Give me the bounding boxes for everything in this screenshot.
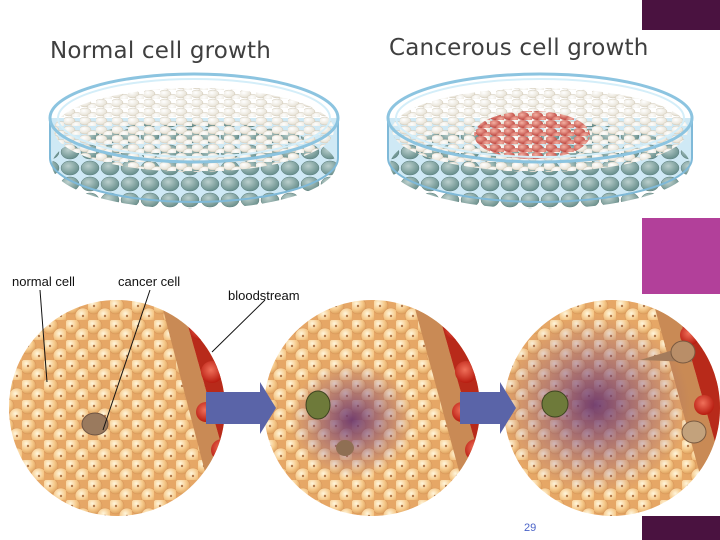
bloodstream-leader: [211, 299, 266, 353]
corner-accent-top: [642, 0, 720, 30]
arrow-stage-1-to-2: [206, 382, 276, 434]
page-number: 29: [524, 522, 537, 534]
normal-cell-leader: [39, 289, 48, 383]
cancer-cell-marker: [81, 412, 109, 436]
cancer-cell-leader: [102, 289, 151, 431]
tissue-stage-3: [504, 300, 720, 516]
normal-dish-title: Normal cell growth: [50, 38, 272, 64]
normal-dish: [48, 72, 340, 209]
normal-cell-label: normal cell: [12, 274, 75, 289]
corner-accent-bottom: [642, 516, 720, 540]
bloodstream-label: bloodstream: [228, 288, 300, 303]
cancerous-dish-title: Cancerous cell growth: [389, 35, 649, 61]
corner-accent-magenta: [642, 218, 720, 294]
arrow-stage-2-to-3: [460, 382, 516, 434]
cancerous-dish: [386, 72, 694, 209]
tumor-cluster: [474, 111, 590, 159]
cancer-cell-label: cancer cell: [118, 274, 181, 289]
